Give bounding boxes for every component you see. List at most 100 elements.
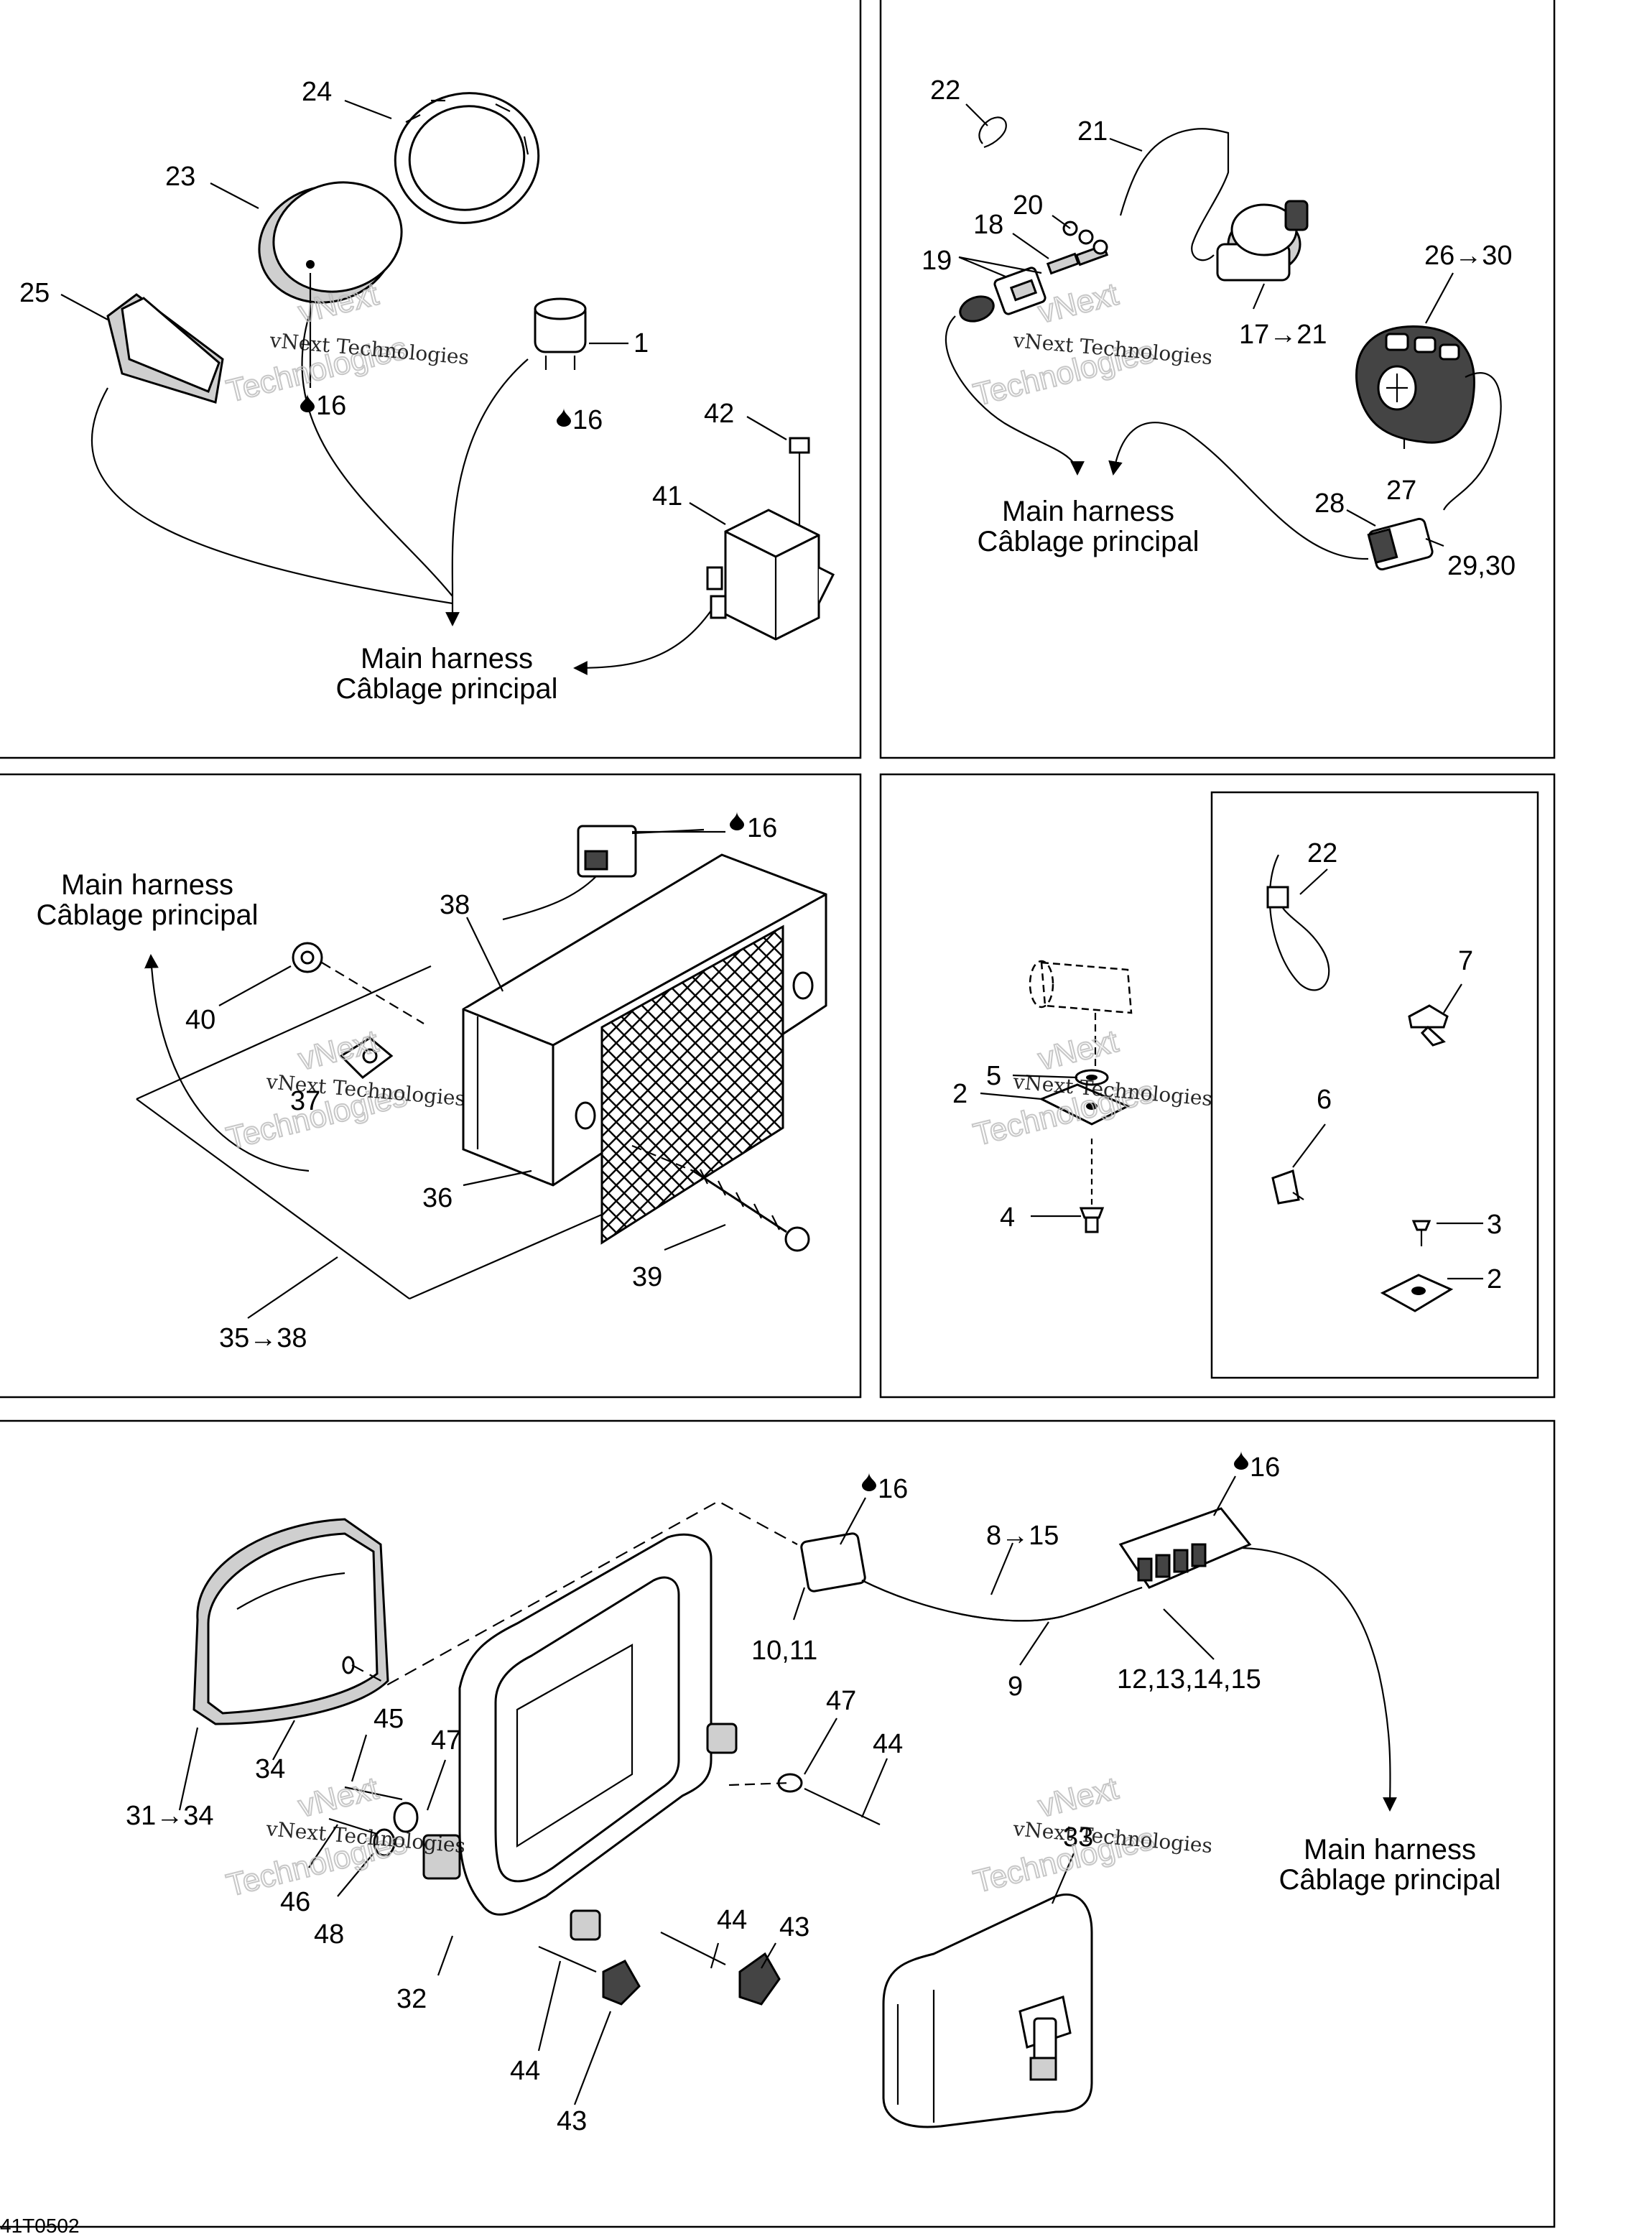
drawing-code: 41T0502: [0, 2215, 80, 2234]
part-40-nut: [292, 942, 424, 1024]
part-34-headlight: [192, 1518, 389, 1725]
harness-label-1: Main harness: [361, 643, 533, 675]
callout-2a: 2: [952, 1079, 967, 1109]
callout-46: 46: [280, 1887, 310, 1917]
harness-label-2: Câblage principal: [36, 899, 258, 931]
part-29-connector: [1367, 517, 1434, 571]
callout-3: 3: [1487, 1210, 1502, 1240]
grease-drop-icon: [300, 394, 315, 412]
watermark: vNext Technologies vNext Technologies: [223, 276, 470, 410]
callout-47a: 47: [431, 1725, 461, 1756]
callout-18: 18: [973, 210, 1003, 240]
callout-33: 33: [1063, 1822, 1093, 1853]
callout-43a: 43: [779, 1912, 809, 1942]
harness-label-2: Câblage principal: [977, 526, 1199, 557]
callout-4: 4: [1000, 1202, 1015, 1233]
callout-39: 39: [632, 1262, 662, 1292]
callout-16b: 16: [572, 405, 603, 435]
part-41-relay: [706, 509, 835, 641]
callout-25: 25: [19, 278, 50, 308]
callout-12-15: 12,13,14,15: [1117, 1664, 1261, 1695]
harness-label-1: Main harness: [61, 869, 233, 901]
callout-16b: 16: [1250, 1452, 1280, 1483]
callout-43b: 43: [557, 2106, 587, 2136]
part-36-tail-light: [462, 853, 827, 1245]
panel-1: 24 23 25 1 16 16 42 41 Main harness Câbl…: [19, 77, 835, 705]
callout-23: 23: [165, 162, 195, 192]
callout-38: 38: [440, 890, 470, 920]
part-26-switch-housing: [1355, 325, 1502, 511]
harness-label-2: Câblage principal: [1279, 1864, 1500, 1896]
svg-text:vNext: vNext: [1035, 1024, 1122, 1077]
svg-text:vNext: vNext: [295, 1771, 382, 1825]
callout-6: 6: [1317, 1085, 1332, 1115]
callout-24: 24: [302, 77, 332, 107]
part-33-fog-light: [882, 1894, 1093, 2128]
panel-5: 16 16 8→15 10,11 9 12,13,14,15 34 45 47 …: [126, 1451, 1501, 2136]
harness-label-2: Câblage principal: [335, 673, 557, 705]
part-18-20-terminals: [1046, 221, 1109, 275]
callout-8-15: 8→15: [986, 1521, 1059, 1551]
callout-37: 37: [290, 1086, 320, 1116]
callout-9: 9: [1008, 1672, 1023, 1702]
callout-31-34: 31→34: [126, 1801, 214, 1831]
callout-21: 21: [1077, 116, 1108, 147]
part-24-bezel-ring: [394, 92, 540, 224]
callout-22: 22: [930, 75, 960, 106]
grease-drop-icon: [1234, 1451, 1248, 1470]
callout-34: 34: [255, 1754, 285, 1784]
callout-35-38: 35→38: [219, 1323, 307, 1353]
panel-frames: [0, 0, 1556, 2228]
callout-16: 16: [747, 813, 777, 843]
callout-10-11: 10,11: [751, 1636, 817, 1666]
callout-47b: 47: [826, 1686, 856, 1716]
callout-41: 41: [652, 481, 682, 511]
callout-42: 42: [704, 399, 734, 429]
callout-5: 5: [986, 1061, 1001, 1091]
grease-drop-icon: [557, 408, 571, 427]
svg-text:vNext: vNext: [1035, 277, 1122, 330]
callout-20: 20: [1013, 190, 1043, 221]
watermark: vNext Technologies vNext Technologies: [970, 1770, 1214, 1901]
callout-44a: 44: [873, 1729, 903, 1759]
panel-4: 22 7 5 2 6 4 3 2: [952, 838, 1502, 1312]
part-1-lamp: [534, 297, 587, 370]
callout-28: 28: [1314, 488, 1345, 519]
harness-label-1: Main harness: [1002, 496, 1174, 527]
reference-component-dashed: [1029, 960, 1133, 1067]
part-19-connector: [959, 266, 1047, 323]
part-37-bulb: [339, 1037, 394, 1079]
grease-drop-icon: [730, 812, 744, 830]
callout-16a: 16: [878, 1474, 908, 1504]
part-39-screw: [692, 1169, 810, 1252]
watermark: vNext Technologies vNext Technologies: [223, 1770, 467, 1904]
callout-17-21: 17→21: [1239, 320, 1327, 350]
part-23-gauge: [258, 181, 403, 304]
callout-40: 40: [185, 1005, 215, 1035]
svg-text:vNext: vNext: [1035, 1771, 1122, 1825]
callout-16a: 16: [316, 391, 346, 421]
callout-32: 32: [396, 1984, 427, 2014]
watermark: vNext Technologies vNext Technologies: [970, 1023, 1214, 1154]
callout-44b: 44: [717, 1905, 747, 1935]
callout-7: 7: [1458, 946, 1473, 976]
part-32-housing: [422, 1533, 738, 1941]
callout-45: 45: [373, 1704, 404, 1734]
grease-drop-icon: [862, 1473, 876, 1491]
callout-29-30: 29,30: [1447, 551, 1516, 581]
part-25-indicator: [106, 293, 224, 404]
callout-36: 36: [422, 1183, 453, 1213]
part-17-key-switch: [1216, 200, 1309, 282]
callout-2b: 2: [1487, 1264, 1502, 1294]
callout-26-30: 26→30: [1424, 241, 1513, 271]
panel-2: 22 21 20 18 19 17→21 26→30 27 28 29,30 M…: [922, 75, 1516, 581]
panel-3: 16 38 40 37 36 39 35→38 Main harness Câb…: [36, 812, 827, 1353]
callout-1: 1: [634, 328, 649, 358]
callout-22: 22: [1307, 838, 1337, 868]
callout-27: 27: [1386, 476, 1416, 506]
part-38-connector: [502, 825, 705, 921]
harness-label-1: Main harness: [1304, 1834, 1476, 1865]
part-8-15-adapter-harness: [800, 1507, 1252, 1622]
callout-48: 48: [314, 1919, 344, 1950]
